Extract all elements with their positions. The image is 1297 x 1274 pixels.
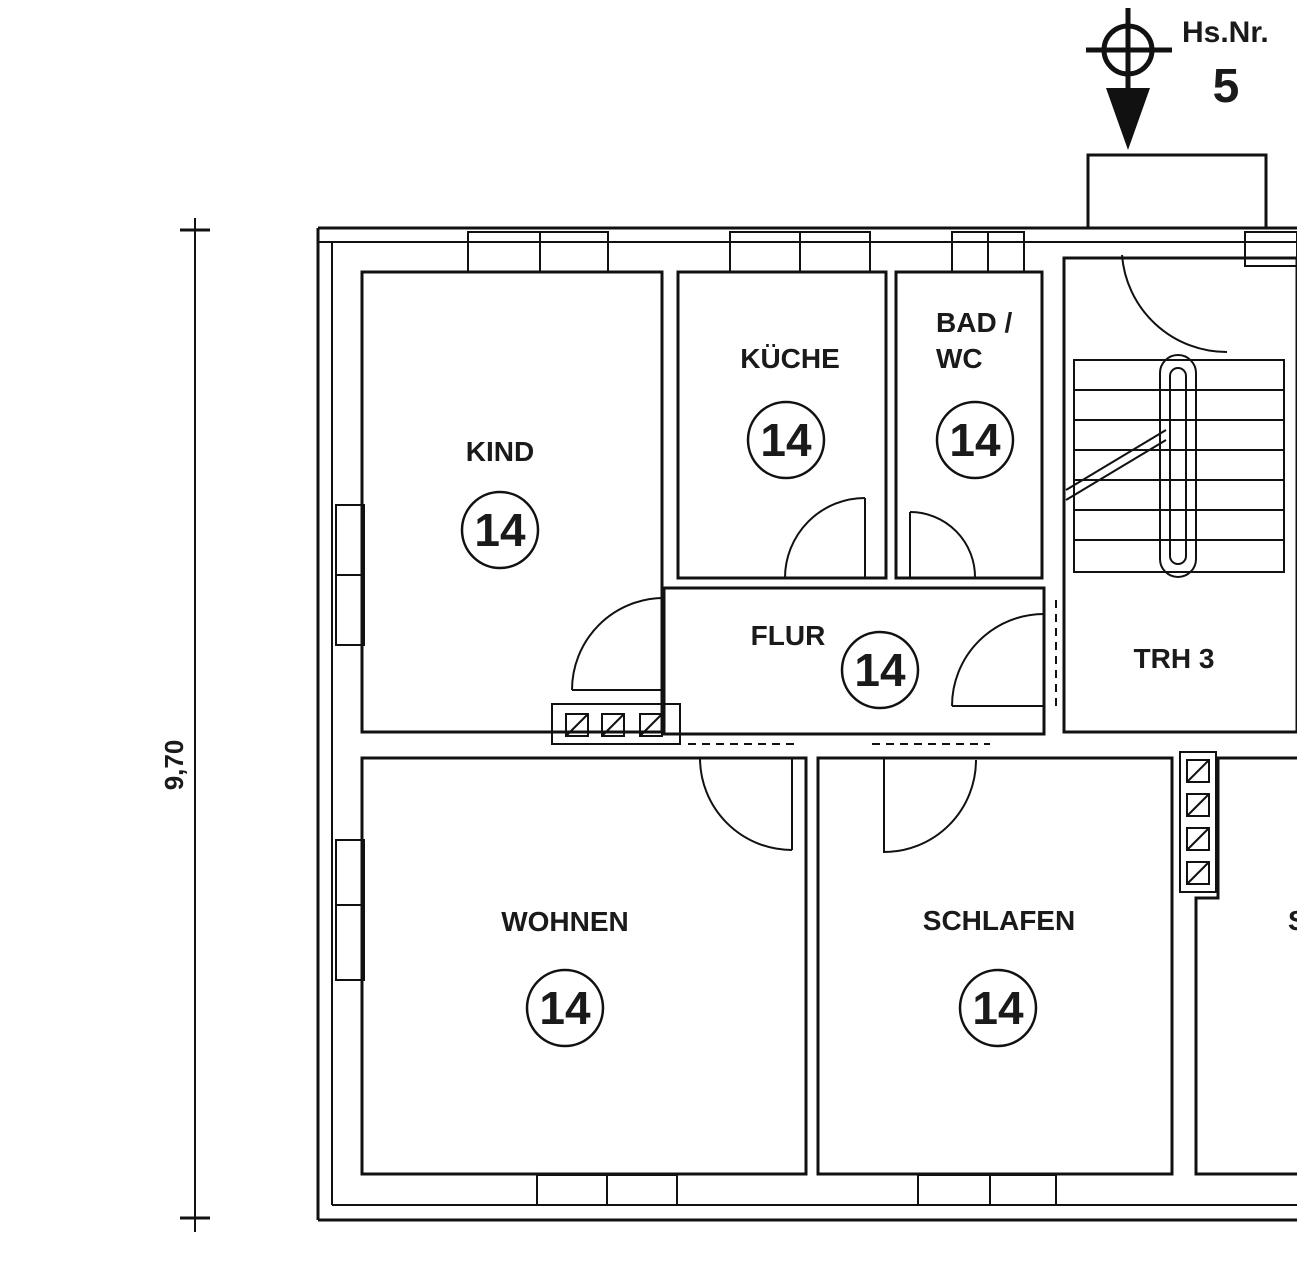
house-number-label: Hs.Nr. <box>1182 16 1269 49</box>
room-name-bad-line2: WC <box>936 343 983 374</box>
room-badge-kueche-text: 14 <box>760 414 812 466</box>
room-name-kueche: KÜCHE <box>740 343 840 374</box>
room-name-bad-line1: BAD / <box>936 307 1012 338</box>
room-name-schlafen: SCHLAFEN <box>923 905 1075 936</box>
room-badge-wohnen: 14 <box>525 968 605 1048</box>
staircase <box>1065 354 1285 578</box>
dimension-line: 9,70 <box>159 218 210 1232</box>
room-badge-bad-text: 14 <box>949 414 1001 466</box>
outer-walls <box>316 153 1297 1222</box>
room-name-flur: FLUR <box>751 620 826 651</box>
room-name-cut: S <box>1288 905 1297 936</box>
room-badge-schlafen: 14 <box>958 968 1038 1048</box>
room-badge-bad: 14 <box>935 400 1015 480</box>
room-badge-wohnen-text: 14 <box>539 982 591 1034</box>
room-badge-kind-text: 14 <box>474 504 526 556</box>
room-badge-flur-text: 14 <box>854 644 906 696</box>
entrance-marker-icon <box>1086 8 1172 150</box>
room-badge-kueche: 14 <box>746 400 826 480</box>
room-badge-flur: 14 <box>840 630 920 710</box>
interior-walls <box>360 256 1297 1176</box>
dimension-height-label: 9,70 <box>159 740 189 791</box>
room-name-trh: TRH 3 <box>1134 643 1215 674</box>
room-badge-kind: 14 <box>460 490 540 570</box>
room-name-wohnen: WOHNEN <box>501 906 629 937</box>
house-number-value: 5 <box>1213 60 1240 113</box>
room-badge-schlafen-text: 14 <box>972 982 1024 1034</box>
door-swings <box>571 254 1228 854</box>
room-name-kind: KIND <box>466 436 534 467</box>
ventilation-shafts <box>551 703 1217 893</box>
